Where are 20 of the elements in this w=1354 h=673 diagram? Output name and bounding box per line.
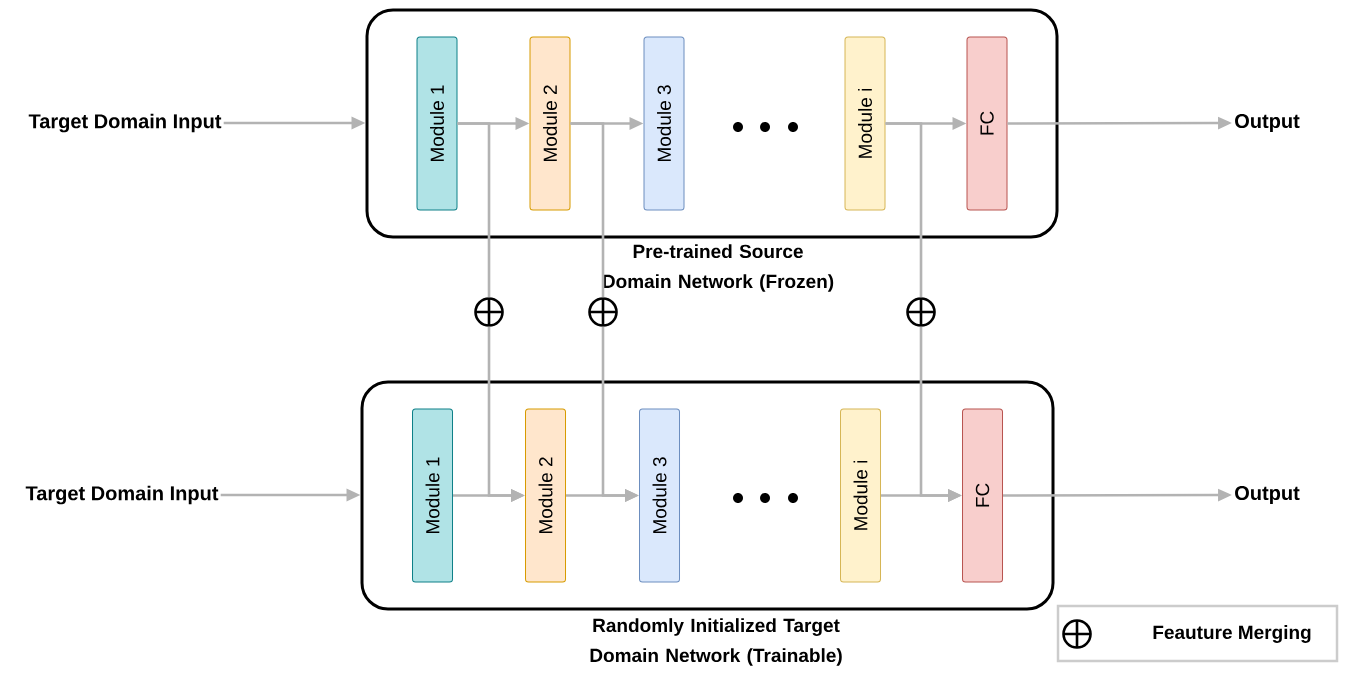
merge-symbol	[906, 297, 936, 327]
module-box: Module i	[844, 36, 886, 211]
container-caption: Pre-trained Source Domain Network (Frozen)	[603, 244, 834, 292]
module-box: Module 3	[643, 36, 685, 211]
module-box: Module i	[840, 408, 881, 583]
module-box: Module 2	[529, 36, 571, 211]
module-box: Module 1	[412, 408, 453, 583]
io-label: Target Domain Input	[28, 113, 222, 133]
merge-symbol	[588, 297, 618, 327]
container-caption: Randomly Initialized Target Domain Network (Trainable)	[590, 618, 842, 666]
legend-label: Feauture Merging	[1153, 625, 1311, 643]
io-label: Target Domain Input	[25, 485, 219, 505]
module-box: Module 2	[525, 408, 566, 583]
module-box: FC	[962, 408, 1003, 583]
io-label: Output	[1235, 485, 1300, 505]
module-box: Module 3	[639, 408, 680, 583]
module-box: FC	[966, 36, 1008, 211]
merge-symbol	[474, 297, 504, 327]
io-label: Output	[1235, 113, 1300, 133]
module-box: Module 1	[416, 36, 458, 211]
